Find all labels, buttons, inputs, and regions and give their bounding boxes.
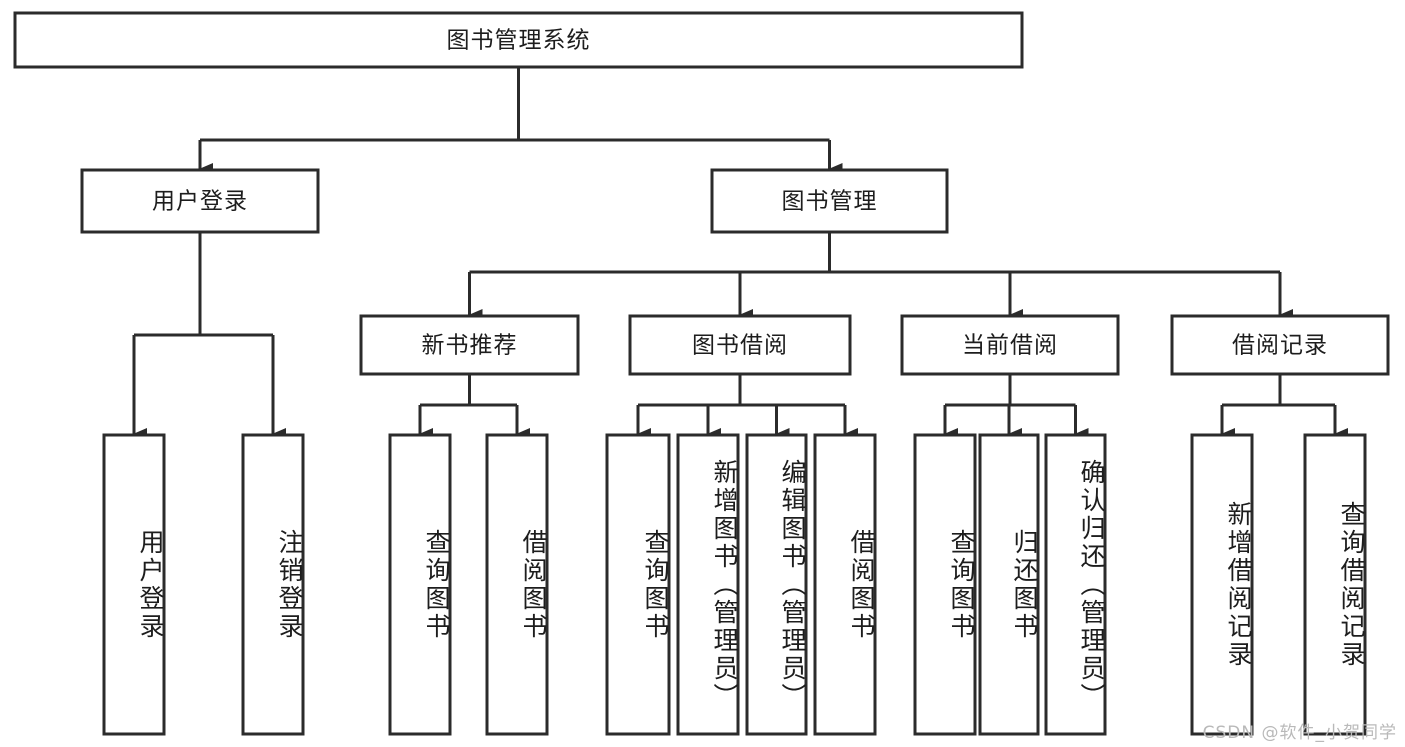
- node-l3-当前借阅-label: 当前借阅: [962, 333, 1058, 359]
- leaf-node-3-借阅图书[interactable]: [487, 435, 547, 734]
- leaf-box-0-用户登录[interactable]: [102, 433, 166, 736]
- leaf-box-1-注销登录[interactable]: [241, 433, 305, 736]
- leaf-box-2-查询图书[interactable]: [388, 433, 452, 736]
- node-l3-图书借阅[interactable]: [628, 314, 852, 376]
- leaf-node-2-查询图书[interactable]: [390, 435, 450, 734]
- leaf-box-4-查询图书[interactable]: [605, 433, 671, 736]
- leaf-node-1-注销登录[interactable]: [243, 435, 303, 734]
- node-l3-新书推荐-label: 新书推荐: [422, 333, 518, 359]
- node-l3-图书借阅-label: 图书借阅: [692, 333, 788, 359]
- node-boxes: [13, 11, 1390, 736]
- node-l2-用户登录[interactable]: [80, 168, 320, 234]
- leaf-node-12-查询借阅记录[interactable]: [1305, 435, 1365, 734]
- leaf-node-7-借阅图书[interactable]: [815, 435, 875, 734]
- node-l2-图书管理-label: 图书管理: [782, 189, 878, 215]
- leaf-node-0-用户登录[interactable]: [104, 435, 164, 734]
- node-l2-用户登录-label: 用户登录: [152, 189, 248, 215]
- leaf-node-9-归还图书[interactable]: [980, 435, 1038, 734]
- node-l3-当前借阅[interactable]: [900, 314, 1120, 376]
- leaf-node-8-查询图书[interactable]: [915, 435, 975, 734]
- node-l3-新书推荐[interactable]: [359, 314, 580, 376]
- leaf-node-10-确认归还管理员[interactable]: [1046, 435, 1105, 734]
- node-root-label: 图书管理系统: [447, 28, 591, 54]
- csdn-watermark: CSDN @软件_小贺同学: [1202, 723, 1397, 743]
- node-l3-借阅记录[interactable]: [1170, 314, 1390, 376]
- leaf-box-10-确认归还管理员[interactable]: [1044, 433, 1107, 736]
- leaf-box-5-新增图书管理员[interactable]: [676, 433, 740, 736]
- leaf-box-8-查询图书[interactable]: [913, 433, 977, 736]
- leaf-box-11-新增借阅记录[interactable]: [1190, 433, 1254, 736]
- leaf-node-4-查询图书[interactable]: [607, 435, 669, 734]
- leaf-node-5-新增图书管理员[interactable]: [678, 435, 738, 734]
- node-root[interactable]: [13, 11, 1024, 69]
- leaf-node-6-编辑图书管理员[interactable]: [747, 435, 806, 734]
- node-l2-图书管理[interactable]: [710, 168, 949, 234]
- leaf-node-11-新增借阅记录[interactable]: [1192, 435, 1252, 734]
- leaf-box-9-归还图书[interactable]: [978, 433, 1040, 736]
- connector-lines: [132, 67, 1348, 440]
- leaf-box-3-借阅图书[interactable]: [485, 433, 549, 736]
- node-l3-借阅记录-label: 借阅记录: [1232, 333, 1328, 359]
- leaf-box-6-编辑图书管理员[interactable]: [745, 433, 808, 736]
- leaf-box-12-查询借阅记录[interactable]: [1303, 433, 1367, 736]
- leaf-box-7-借阅图书[interactable]: [813, 433, 877, 736]
